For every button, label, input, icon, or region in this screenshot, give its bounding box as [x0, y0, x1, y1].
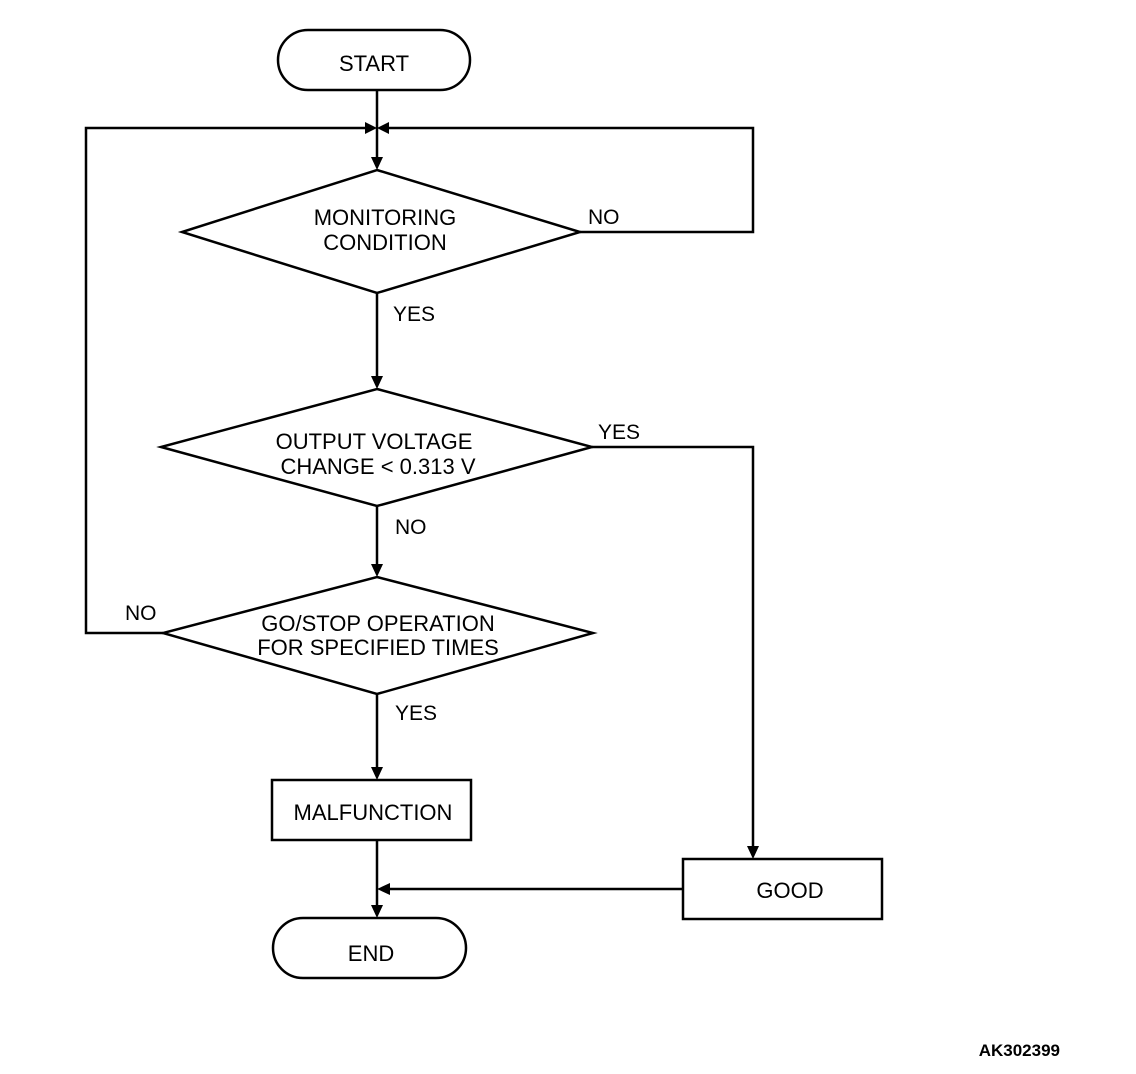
arrowhead-left-loop: [365, 122, 377, 134]
arrowhead-good-merge: [377, 883, 390, 895]
monitoring-no-label: NO: [588, 206, 620, 229]
arrowhead-end-in: [371, 905, 383, 918]
voltage-yes-label: YES: [598, 421, 640, 444]
gostop-no-label: NO: [125, 602, 157, 625]
start-terminal: [276, 28, 472, 92]
arrowhead-voltage-in: [371, 376, 383, 389]
malfunction-label: MALFUNCTION: [294, 800, 453, 825]
malfunction-box: [270, 778, 473, 842]
figure-code: AK302399: [979, 1041, 1060, 1060]
connector-monitoring-no-loop: [388, 126, 755, 234]
monitoring-yes-label: YES: [393, 303, 435, 326]
arrowhead-right-loop: [377, 122, 389, 134]
connector-voltage-yes-to-good: [592, 445, 755, 848]
arrowhead-malfunction-in: [371, 767, 383, 780]
good-box: [681, 857, 884, 921]
voltage-no-label: NO: [395, 516, 427, 539]
gostop-yes-label: YES: [395, 702, 437, 725]
good-label: GOOD: [756, 878, 823, 903]
monitoring-text-line1: MONITORING: [314, 205, 457, 230]
gostop-text-line2: FOR SPECIFIED TIMES: [257, 635, 499, 660]
arrowhead-gostop-in: [371, 564, 383, 577]
connector-gostop-no-loop: [84, 126, 366, 635]
arrowhead-monitoring-in: [371, 157, 383, 170]
monitoring-text-line2: CONDITION: [323, 230, 446, 255]
end-label: END: [348, 941, 394, 966]
gostop-text-line1: GO/STOP OPERATION: [261, 611, 495, 636]
start-label: START: [339, 51, 409, 76]
voltage-text-line1: OUTPUT VOLTAGE: [276, 429, 473, 454]
arrowhead-good-in: [747, 846, 759, 859]
end-terminal: [271, 916, 468, 980]
voltage-text-line2: CHANGE < 0.313 V: [280, 454, 475, 479]
